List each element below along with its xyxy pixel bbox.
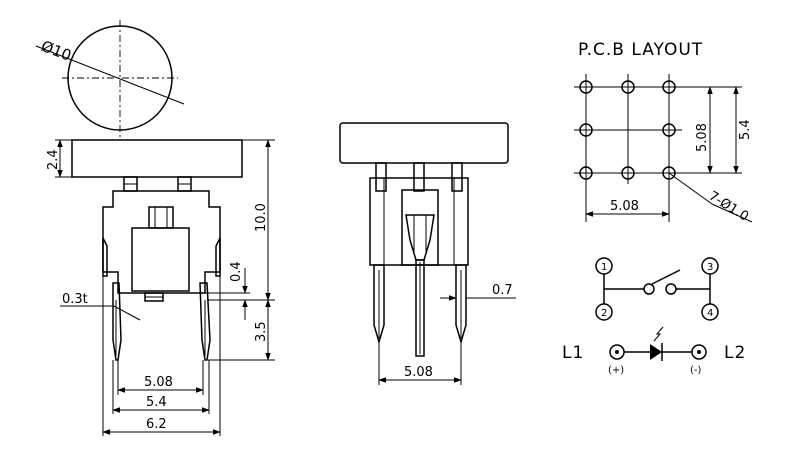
cap-height-label: 2.4 (46, 149, 61, 170)
schematic: 1 2 3 4 L1 L2 (+) (-) (562, 257, 746, 376)
pcb-hole (662, 80, 676, 94)
pcb-hole (578, 79, 594, 95)
cap-body (71, 139, 243, 178)
pcb-vertical-508: 5.08 (695, 123, 710, 152)
side-terminal-right (455, 264, 467, 345)
switch-blade (651, 269, 681, 285)
l1-label: L1 (562, 343, 584, 363)
anode-label: (+) (608, 365, 624, 376)
switch-contact-left (643, 283, 655, 295)
pcb-hole (621, 166, 635, 180)
top-view: Ø10 (35, 20, 185, 138)
side-terminal-left (373, 264, 385, 345)
width-54-label: 5.4 (146, 395, 167, 410)
cap-diameter-label: Ø10 (39, 37, 74, 65)
side-cap-body (339, 122, 509, 164)
side-center-pin (415, 259, 425, 357)
pin-width-label: 0.7 (492, 283, 513, 298)
diameter-leader (35, 45, 185, 105)
pcb-horizontal-508: 5.08 (610, 199, 639, 214)
terminal-right (215, 237, 221, 277)
leg-length-label: 3.5 (254, 321, 269, 342)
front-view: 0.3t 2.4 10.0 0.4 3.5 5.08 5.4 6.2 (46, 139, 275, 436)
pin-1-label: 1 (601, 262, 607, 273)
pcb-title: P.C.B LAYOUT (578, 40, 703, 60)
cathode-label: (-) (690, 365, 702, 376)
pin-2-label: 2 (601, 308, 607, 319)
pcb-hole (579, 166, 593, 180)
pcb-hole (621, 80, 635, 94)
pcb-holes-label: 7-Ø1.0 (706, 189, 751, 225)
switch-contact-right (665, 283, 677, 295)
pin-4-label: 4 (707, 308, 713, 319)
led-diode-icon (650, 344, 662, 360)
side-view: 0.7 5.08 (339, 122, 516, 385)
side-pitch-label: 5.08 (404, 365, 433, 380)
terminal-thickness-label: 0.3t (62, 292, 88, 307)
pitch-label: 5.08 (144, 375, 173, 390)
pcb-hole (662, 123, 676, 137)
pin-3-label: 3 (707, 262, 713, 273)
side-housing (369, 177, 469, 266)
l2-label: L2 (724, 343, 746, 363)
width-62-label: 6.2 (146, 417, 167, 432)
pcb-layout: P.C.B LAYOUT 5.08 5.4 5.08 7-Ø1.0 (574, 40, 753, 225)
housing-window (131, 227, 190, 292)
pcb-hole (579, 123, 593, 137)
pcb-vertical-54: 5.4 (738, 119, 753, 140)
total-height-label: 10.0 (254, 203, 269, 232)
led-light-icon (653, 326, 664, 342)
pcb-hole (662, 166, 676, 180)
gap-label: 0.4 (229, 261, 244, 282)
terminal-left (102, 237, 108, 277)
